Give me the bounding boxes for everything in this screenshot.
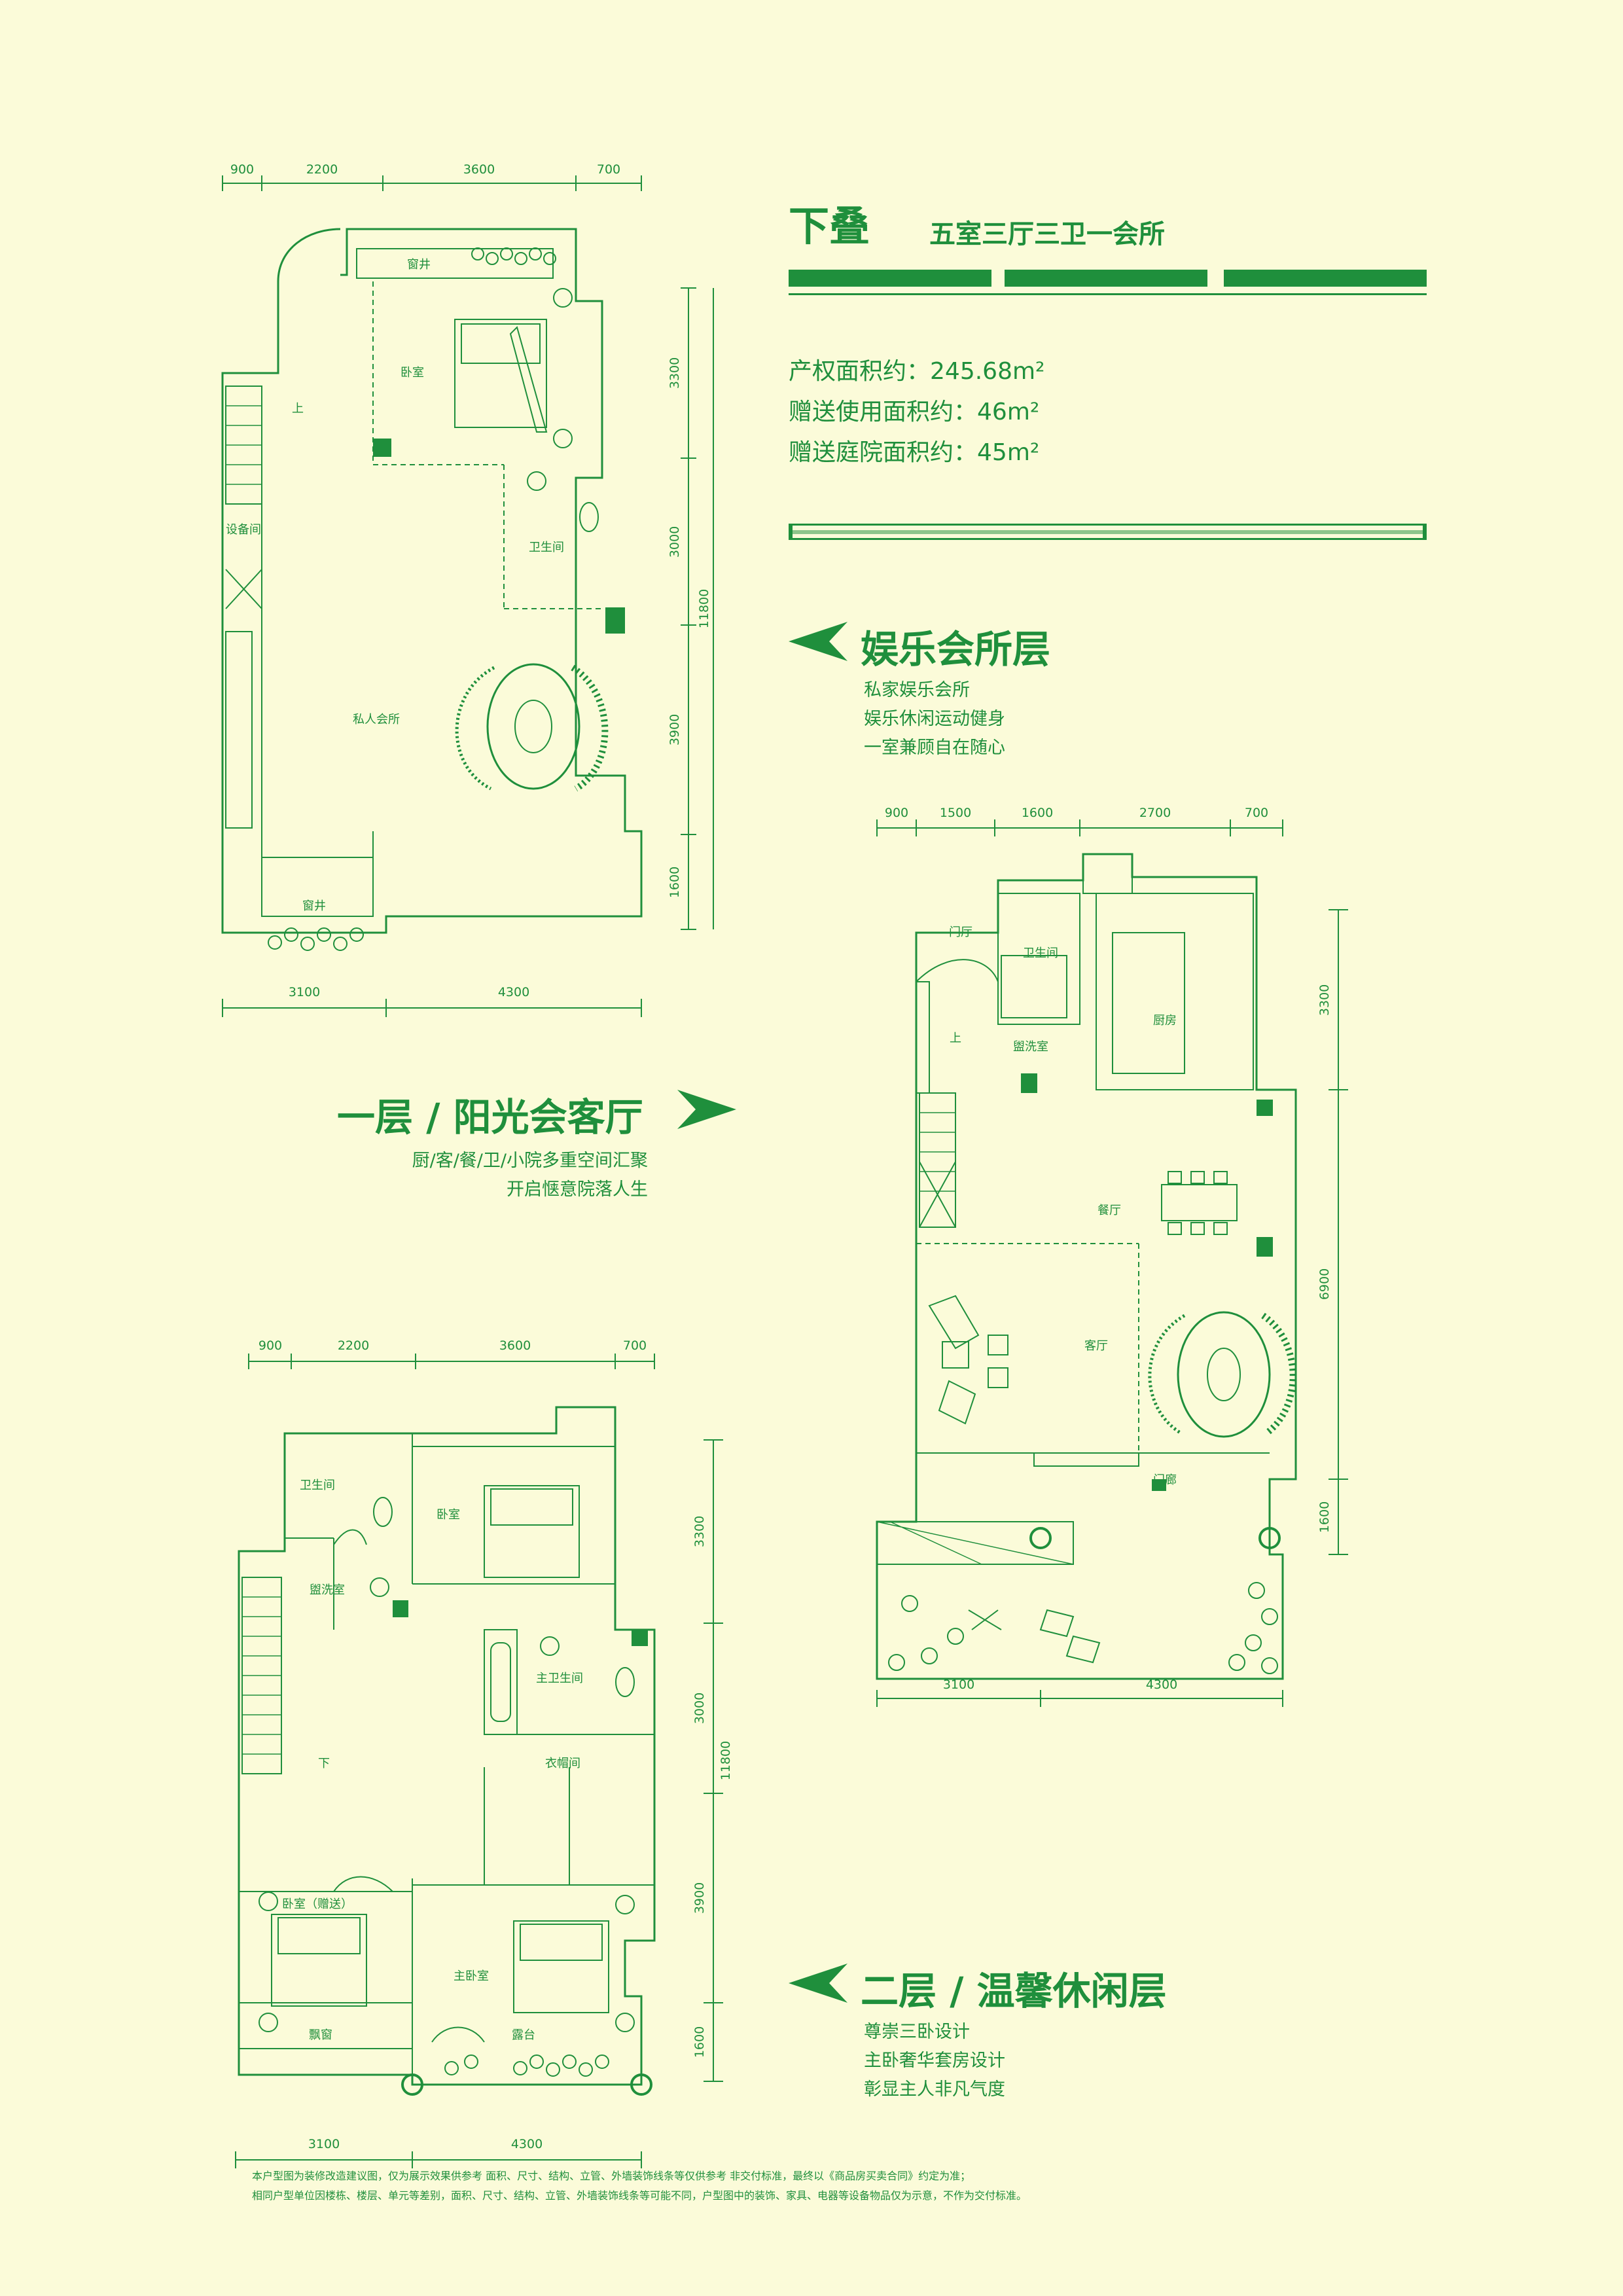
area-value: 46m² — [977, 399, 1040, 425]
room-label: 下 — [318, 1757, 330, 1770]
second-floor-line: 尊崇三卧设计 — [864, 2022, 970, 2042]
left-arrow-icon — [789, 622, 847, 661]
first-floor-line: 开启惬意院落人生 — [507, 1179, 648, 1200]
second-floor-line: 主卧奢华套房设计 — [864, 2051, 1005, 2071]
dim-label: 3900 — [692, 1882, 707, 1914]
dim-label: 1600 — [1022, 806, 1053, 820]
area-row: 产权面积约：245.68m² — [789, 352, 1044, 393]
dim-label: 4300 — [1146, 1677, 1177, 1692]
dim-label: 4300 — [498, 985, 529, 999]
dim-label: 1600 — [1317, 1501, 1332, 1533]
room-label: 餐厅 — [1097, 1204, 1121, 1217]
page-title: 下叠 — [789, 202, 870, 250]
club-line: 私家娱乐会所 — [864, 680, 970, 700]
dim-label: 3000 — [692, 1693, 707, 1724]
room-label: 客厅 — [1084, 1339, 1108, 1353]
dim-label: 2700 — [1139, 806, 1171, 820]
dim-label: 1600 — [692, 2026, 707, 2058]
room-label: 卧室 — [437, 1508, 460, 1522]
dim-label: 900 — [259, 1338, 282, 1353]
area-value: 245.68m² — [930, 358, 1045, 385]
dim-label: 700 — [597, 162, 620, 177]
page-subtitle: 五室三厅三卫一会所 — [929, 219, 1165, 249]
room-label: 设备间 — [226, 523, 261, 537]
dim-label: 4300 — [511, 2137, 543, 2151]
basement-floor-plan: 900 2200 3600 700 3100 4300 3300 3000 39… — [196, 151, 720, 1028]
room-label: 窗井 — [302, 899, 326, 913]
area-label: 产权面积约： — [789, 358, 931, 385]
room-label: 私人会所 — [353, 713, 400, 726]
area-value: 45m² — [977, 439, 1040, 466]
room-label: 主卫生间 — [536, 1672, 583, 1685]
club-desc: 私家娱乐会所 娱乐休闲运动健身 一室兼顾自在随心 — [864, 676, 1005, 762]
dim-label: 3300 — [692, 1516, 707, 1547]
dim-label: 3100 — [308, 2137, 340, 2151]
disclaimer: 本户型图为装修改造建议图，仅为展示效果供参考 面积、尺寸、结构、立管、外墙装饰线… — [252, 2166, 1027, 2206]
second-floor-line: 彰显主人非凡气度 — [864, 2079, 1005, 2100]
area-label: 赠送庭院面积约： — [789, 439, 978, 466]
room-label: 门厅 — [949, 925, 972, 939]
room-label: 露台 — [512, 2028, 535, 2042]
area-label: 赠送使用面积约： — [789, 399, 978, 425]
disclaimer-line: 本户型图为装修改造建议图，仅为展示效果供参考 面积、尺寸、结构、立管、外墙装饰线… — [252, 2170, 971, 2182]
title-divider — [789, 270, 1427, 304]
dim-label: 11800 — [719, 1741, 733, 1780]
dim-label: 3900 — [668, 714, 682, 745]
room-label: 卫生间 — [300, 1479, 335, 1492]
first-floor-title: 一层 / 阳光会客厅 — [337, 1095, 643, 1139]
room-label: 卧室 — [401, 366, 424, 380]
dim-label: 2200 — [306, 162, 338, 177]
second-floor-desc: 尊崇三卧设计 主卧奢华套房设计 彰显主人非凡气度 — [864, 2018, 1005, 2104]
room-label: 衣帽间 — [545, 1757, 580, 1770]
dim-label: 3600 — [499, 1338, 531, 1353]
right-arrow-icon — [677, 1090, 736, 1129]
disclaimer-line: 相同户型单位因楼栋、楼层、单元等差别，面积、尺寸、结构、立管、外墙装饰线条等可能… — [252, 2189, 1027, 2202]
room-label: 主卧室 — [454, 1969, 489, 1983]
room-label: 盥洗室 — [310, 1583, 345, 1597]
first-floor-line: 厨/客/餐/卫/小院多重空间汇聚 — [412, 1151, 648, 1171]
club-line: 一室兼顾自在随心 — [864, 738, 1005, 758]
room-label: 卫生间 — [529, 541, 564, 554]
dim-label: 1600 — [668, 867, 682, 898]
room-label: 上 — [950, 1031, 961, 1045]
dim-label: 6900 — [1317, 1268, 1332, 1300]
room-label: 卧室（赠送） — [282, 1897, 353, 1911]
dim-label: 3000 — [668, 526, 682, 558]
dim-label: 900 — [885, 806, 908, 820]
room-label: 窗井 — [407, 258, 431, 272]
area-divider — [789, 524, 1427, 543]
dim-label: 700 — [623, 1338, 647, 1353]
dim-label: 3600 — [463, 162, 495, 177]
club-line: 娱乐休闲运动健身 — [864, 709, 1005, 729]
dim-label: 11800 — [697, 589, 711, 628]
room-label: 门廊 — [1153, 1473, 1177, 1487]
dim-label: 1500 — [940, 806, 971, 820]
club-title: 娱乐会所层 — [861, 627, 1051, 672]
second-floor-title: 二层 / 温馨休闲层 — [861, 1969, 1167, 2013]
second-floor-plan: 900 2200 3600 700 3100 4300 3300 3000 39… — [196, 1316, 733, 2179]
room-label: 上 — [292, 402, 304, 416]
room-label: 卫生间 — [1023, 946, 1058, 960]
area-row: 赠送庭院面积约：45m² — [789, 433, 1044, 474]
dim-label: 3300 — [1317, 984, 1332, 1016]
dim-label: 3100 — [289, 985, 320, 999]
room-label: 盥洗室 — [1013, 1040, 1048, 1054]
room-label: 厨房 — [1153, 1014, 1177, 1028]
left-arrow-icon — [789, 1964, 847, 2003]
first-floor-plan: 900 1500 1600 2700 700 3100 4300 3300 69… — [851, 785, 1427, 1721]
dim-label: 900 — [230, 162, 254, 177]
area-list: 产权面积约：245.68m² 赠送使用面积约：46m² 赠送庭院面积约：45m² — [789, 352, 1044, 474]
dim-label: 2200 — [338, 1338, 369, 1353]
dim-label: 3300 — [668, 357, 682, 389]
area-row: 赠送使用面积约：46m² — [789, 393, 1044, 433]
room-label: 飘窗 — [309, 2028, 332, 2042]
dim-label: 700 — [1245, 806, 1268, 820]
first-floor-desc: 厨/客/餐/卫/小院多重空间汇聚 开启惬意院落人生 — [412, 1147, 648, 1204]
dim-label: 3100 — [943, 1677, 974, 1692]
